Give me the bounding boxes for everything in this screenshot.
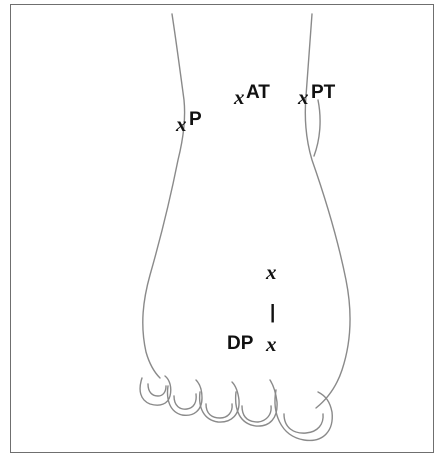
dp-connector: | [270,302,275,323]
label-pt: PT [311,82,336,103]
toes [140,376,332,440]
marker-dp-lower-x: x [265,332,277,356]
marker-dp-upper-x: x [265,260,277,284]
pulse-point-dp: x | DP x [227,260,277,356]
pulse-point-pt: x PT [297,82,336,109]
marker-p-x: x [175,112,187,136]
label-p: P [189,109,202,130]
marker-at-x: x [233,85,245,109]
marker-pt-x: x [297,85,309,109]
label-dp: DP [227,333,254,354]
label-at: AT [246,82,270,103]
pulse-point-p: x P [175,109,202,136]
pulse-point-at: x AT [233,82,270,109]
